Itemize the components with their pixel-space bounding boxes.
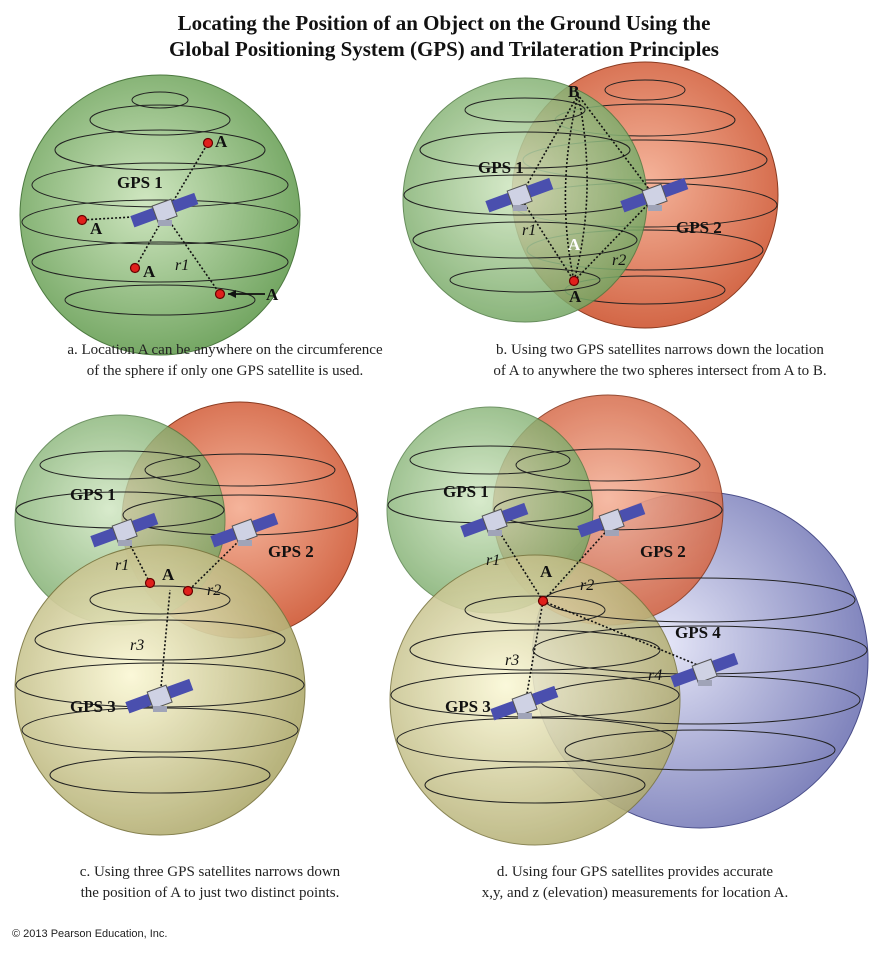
svg-text:A: A — [540, 562, 553, 581]
panel-a: GPS 1 A A A A r1 — [19, 74, 301, 356]
svg-text:GPS 3: GPS 3 — [70, 697, 116, 716]
svg-text:GPS 1: GPS 1 — [70, 485, 116, 504]
svg-text:GPS 1: GPS 1 — [443, 482, 489, 501]
label-b: B — [568, 82, 579, 101]
title-line-2: Global Positioning System (GPS) and Tril… — [169, 37, 719, 61]
svg-text:A: A — [90, 219, 103, 238]
svg-text:GPS 1: GPS 1 — [478, 158, 524, 177]
svg-text:r2: r2 — [207, 582, 221, 599]
svg-text:GPS 4: GPS 4 — [675, 623, 721, 642]
label-gps1: GPS 1 — [117, 173, 163, 192]
title-line-1: Locating the Position of an Object on th… — [177, 11, 711, 35]
figure-title: Locating the Position of an Object on th… — [0, 10, 888, 62]
caption-b: b. Using two GPS satellites narrows down… — [493, 342, 827, 379]
svg-text:r1: r1 — [175, 257, 189, 274]
svg-text:A: A — [215, 132, 228, 151]
panel-d: GPS 1 GPS 2 GPS 3 GPS 4 A r1 r2 r3 r4 — [386, 394, 869, 846]
svg-text:A: A — [568, 235, 581, 254]
svg-text:r3: r3 — [505, 652, 519, 669]
caption-c: c. Using three GPS satellites narrows do… — [79, 864, 341, 901]
panel-b: GPS 1 GPS 2 B A A r1 r2 — [402, 61, 779, 329]
svg-text:GPS 2: GPS 2 — [268, 542, 314, 561]
panel-c: GPS 1 GPS 2 GPS 3 A r1 r2 r3 — [14, 401, 359, 836]
svg-text:GPS 2: GPS 2 — [640, 542, 686, 561]
svg-text:A: A — [162, 565, 175, 584]
svg-text:r3: r3 — [130, 637, 144, 654]
svg-text:A: A — [266, 285, 279, 304]
svg-text:A: A — [569, 287, 582, 306]
arrow-icon — [228, 290, 236, 298]
location-a-dot — [202, 137, 214, 149]
svg-text:A: A — [143, 262, 156, 281]
caption-d: d. Using four GPS satellites provides ac… — [481, 864, 789, 901]
caption-a: a. Location A can be anywhere on the cir… — [67, 342, 383, 379]
svg-text:r2: r2 — [612, 252, 626, 269]
svg-text:r1: r1 — [115, 557, 129, 574]
copyright: © 2013 Pearson Education, Inc. — [12, 928, 168, 940]
svg-text:r1: r1 — [522, 222, 536, 239]
svg-text:r2: r2 — [580, 577, 594, 594]
svg-text:r1: r1 — [486, 552, 500, 569]
svg-text:GPS 2: GPS 2 — [676, 218, 722, 237]
svg-text:GPS 3: GPS 3 — [445, 697, 491, 716]
svg-text:r4: r4 — [648, 667, 662, 684]
